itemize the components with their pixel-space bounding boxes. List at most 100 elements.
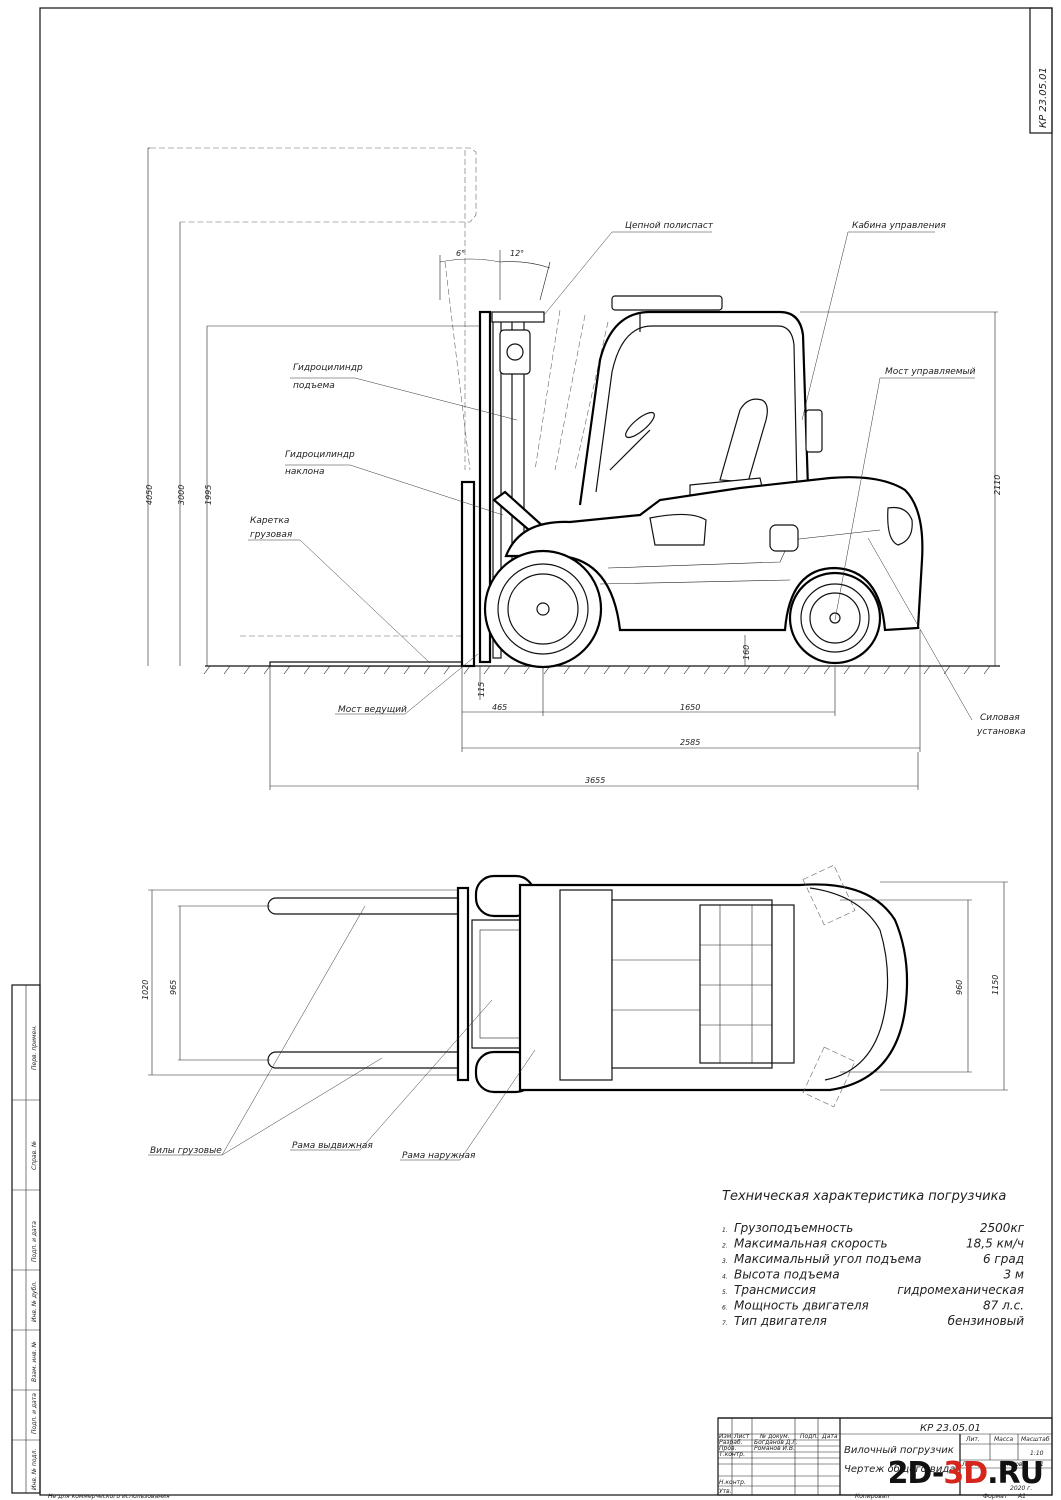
front-wheel	[483, 549, 603, 669]
tb-year: 2020 г.	[1010, 1485, 1032, 1492]
mast-outer	[478, 310, 492, 664]
steering-wheel	[625, 411, 655, 439]
steer-wheel-ghost-l	[802, 864, 856, 926]
hood-cover	[649, 513, 707, 546]
tb-utv: Утв.	[719, 1488, 732, 1495]
spec-name: Трансмиссия	[734, 1283, 816, 1297]
tb-sheets-val: 1	[1040, 1461, 1044, 1468]
title-block: КР 23.05.01 Вилочный погрузчик Чертеж об…	[717, 1417, 1053, 1500]
dim-1020: 1020	[141, 980, 150, 1000]
tb-tkontr: Т.контр.	[719, 1451, 745, 1458]
spec-value: бензиновый	[948, 1314, 1025, 1328]
ground-hatch	[203, 665, 991, 675]
dim-3655: 3655	[585, 776, 605, 785]
mirror	[805, 409, 823, 453]
angle-arc-6	[439, 258, 501, 263]
spec-value: 18,5 км/ч	[966, 1237, 1024, 1251]
label-power-2: установка	[976, 727, 1026, 737]
dim-465: 465	[492, 703, 507, 712]
sheet-frame	[39, 7, 1053, 1496]
tail-light	[887, 506, 913, 546]
tb-date: Дата	[821, 1433, 838, 1440]
spec-value: гидромеханическая	[897, 1283, 1024, 1297]
dim-1150: 1150	[991, 975, 1000, 995]
side-step	[769, 524, 799, 552]
cab-frame	[578, 310, 810, 506]
dim-4050: 4050	[145, 485, 154, 505]
label-chain: Цепной полиспаст	[625, 221, 714, 231]
seat-back	[719, 398, 768, 483]
side-view: 6° 12°	[145, 147, 1026, 790]
strip-podp-2: Подп. и дата	[31, 1393, 38, 1434]
top-view: 1020 965 960 1150 Вилы грузовые Рама выд…	[141, 864, 1008, 1161]
spec-num: 3.	[722, 1258, 728, 1265]
rear-wheel	[788, 571, 882, 665]
spec-num: 4.	[722, 1274, 728, 1281]
dim-3000: 3000	[177, 485, 186, 505]
tb-prov-name: Романов И.В.	[754, 1445, 795, 1452]
spec-num: 7.	[722, 1320, 728, 1327]
mast-crosshead	[491, 311, 545, 323]
body-shell	[504, 476, 924, 632]
tilt-back-ghost	[444, 261, 471, 471]
tb-nkontr: Н.контр.	[719, 1479, 746, 1486]
tilt-fwd-ghost	[534, 309, 561, 471]
strip-podp-1: Подп. и дата	[31, 1221, 38, 1262]
spec-num: 2.	[722, 1243, 728, 1250]
label-tilt-cyl-1: Гидроцилиндр	[285, 450, 355, 460]
dim-960: 960	[955, 980, 964, 995]
dim-160: 160	[742, 645, 751, 660]
strip-inv-dubl: Инв. № дубл.	[31, 1281, 38, 1322]
spec-value: 87 л.с.	[983, 1299, 1024, 1313]
dim-2110: 2110	[993, 475, 1002, 495]
tb-col-scale: Масштаб	[1021, 1436, 1050, 1443]
cab-roof-top	[611, 295, 723, 311]
label-tilt-cyl-2: наклона	[285, 467, 325, 477]
spec-name: Тип двигателя	[734, 1314, 827, 1328]
label-carriage-2: грузовая	[250, 530, 293, 540]
fork-tine	[269, 661, 471, 667]
spec-num: 5.	[722, 1289, 728, 1296]
tb-col-mass: Масса	[994, 1436, 1013, 1443]
strip-perv: Перв. примен.	[31, 1025, 38, 1070]
label-drive-axle: Мост ведущий	[338, 705, 407, 715]
tb-prov: Пров.	[719, 1445, 737, 1452]
label-lift-cyl-2: подъема	[293, 381, 335, 391]
tb-razrab: Разраб.	[719, 1439, 743, 1446]
strip-sprav: Справ. №	[31, 1141, 38, 1170]
tb-name-2: Чертеж общего вида	[844, 1463, 955, 1475]
dim-angle-12: 12°	[510, 249, 524, 258]
tb-izm: Изм.	[719, 1433, 733, 1440]
chain-sheave	[499, 329, 531, 375]
spec-name: Максимальный угол подъема	[734, 1252, 921, 1266]
specs-title: Техническая характеристика погрузчика	[722, 1189, 1006, 1204]
tb-name-1: Вилочный погрузчик	[844, 1445, 954, 1456]
label-inner-frame: Рама выдвижная	[292, 1141, 373, 1151]
steering-column	[609, 429, 651, 471]
steer-wheel-ghost-r	[802, 1046, 856, 1108]
tb-razrab-name: Богданов Д.Г.	[754, 1439, 798, 1446]
tb-format-val: А1	[1017, 1493, 1026, 1500]
dim-115: 115	[477, 682, 486, 697]
tb-code: КР 23.05.01	[920, 1423, 981, 1434]
spec-name: Высота подъема	[734, 1268, 840, 1282]
watermark-logo: 2D-3D.RU	[887, 1456, 1044, 1491]
strip-vzam: Взам. инв. №	[31, 1341, 38, 1382]
tb-sign: Подп.	[800, 1433, 818, 1440]
spec-name: Максимальная скорость	[734, 1237, 888, 1251]
left-strip: Перв. примен. Справ. № Подп. и дата Инв.…	[11, 984, 170, 1500]
dim-1650: 1650	[680, 703, 700, 712]
label-forks: Вилы грузовые	[150, 1146, 222, 1156]
code-stamp: КР 23.05.01	[1038, 67, 1049, 128]
strip-inv-podl: Инв. № подл.	[31, 1449, 38, 1490]
label-carriage-1: Каретка	[250, 516, 289, 526]
tb-sheet: Лист	[961, 1461, 978, 1468]
angle-arc-12	[499, 261, 551, 269]
dim-965: 965	[169, 980, 178, 995]
specs-block: Техническая характеристика погрузчика 1.…	[722, 1189, 1025, 1328]
fork-shank	[460, 480, 476, 668]
tb-scale: 1:10	[1030, 1450, 1044, 1457]
spec-num: 6.	[722, 1305, 728, 1312]
spec-value: 2500кг	[980, 1221, 1025, 1235]
